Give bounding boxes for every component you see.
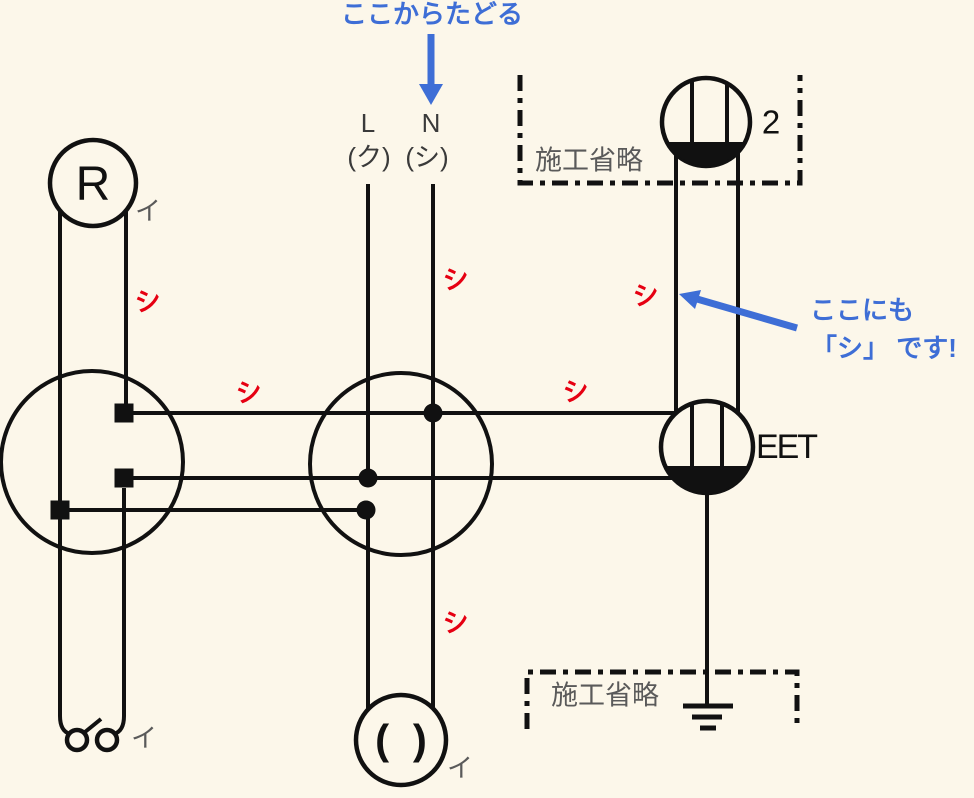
trace-arrow-head [419, 84, 443, 105]
junction-box-left [0, 369, 185, 555]
eet-fill [665, 466, 749, 494]
annotation-arrows [419, 34, 798, 332]
source-neutral-mark: (シ) [405, 142, 449, 172]
eet-outlet-symbol [658, 398, 756, 496]
terminal-square-neutral [114, 403, 134, 423]
here-too-note-line1: ここにも [809, 295, 915, 325]
terminal-square-live [114, 468, 134, 488]
source-live-label: L [360, 108, 376, 138]
wire-switched-left [58, 210, 71, 736]
here-too-arrow-head [679, 290, 701, 309]
double-outlet-symbol [659, 75, 753, 169]
here-too-note-line2: 「シ」 です! [811, 333, 957, 363]
dot-live [358, 468, 378, 488]
switch-contact-right [94, 727, 120, 753]
omitted-label-top: 施工省略 [535, 145, 643, 176]
omitted-label-bottom: 施工省略 [551, 680, 659, 711]
wires [58, 148, 740, 736]
neutral-mark-outlet-riser: シ [631, 278, 661, 312]
ceiling-rose-circle [353, 692, 449, 788]
dot-switched [356, 500, 376, 520]
terminal-square-switched [50, 500, 70, 520]
switch-contact-left [64, 727, 90, 753]
neutral-mark-right-run: シ [561, 374, 591, 408]
omitted-box-bottom [524, 669, 800, 729]
dot-neutral [423, 403, 443, 423]
omitted-box-top [517, 75, 803, 186]
circuit-mark-lamp-r: イ [134, 196, 162, 226]
connection-dots [356, 403, 443, 520]
here-too-arrow-shaft [696, 295, 798, 332]
lamp-receptacle-circle [47, 137, 139, 229]
neutral-mark-left-run: シ [234, 375, 264, 409]
source-live-mark: (ク) [347, 142, 391, 172]
eet-outlet-label: EET [755, 428, 818, 466]
trace-start-note: ここからたどる [340, 0, 524, 29]
terminal-squares [50, 403, 134, 520]
ground-symbol [683, 703, 733, 731]
ceiling-rose-symbol-text: ( ) [375, 716, 433, 763]
neutral-mark-ceiling: シ [441, 605, 471, 639]
neutral-mark-source: シ [441, 262, 471, 296]
circuit-mark-switch: イ [130, 723, 158, 753]
switch-symbol [64, 717, 120, 753]
double-outlet-label: 2 [761, 103, 781, 141]
circuit-mark-ceiling: イ [446, 753, 474, 783]
lamp-receptacle-symbol-text: R [75, 158, 111, 211]
junction-box-middle [308, 371, 494, 557]
switch-lever [83, 717, 103, 734]
outlet2-fill [667, 142, 745, 166]
source-neutral-label: N [421, 108, 441, 138]
wire-switch-live [113, 488, 126, 736]
neutral-mark-lamp-r: シ [133, 284, 163, 318]
